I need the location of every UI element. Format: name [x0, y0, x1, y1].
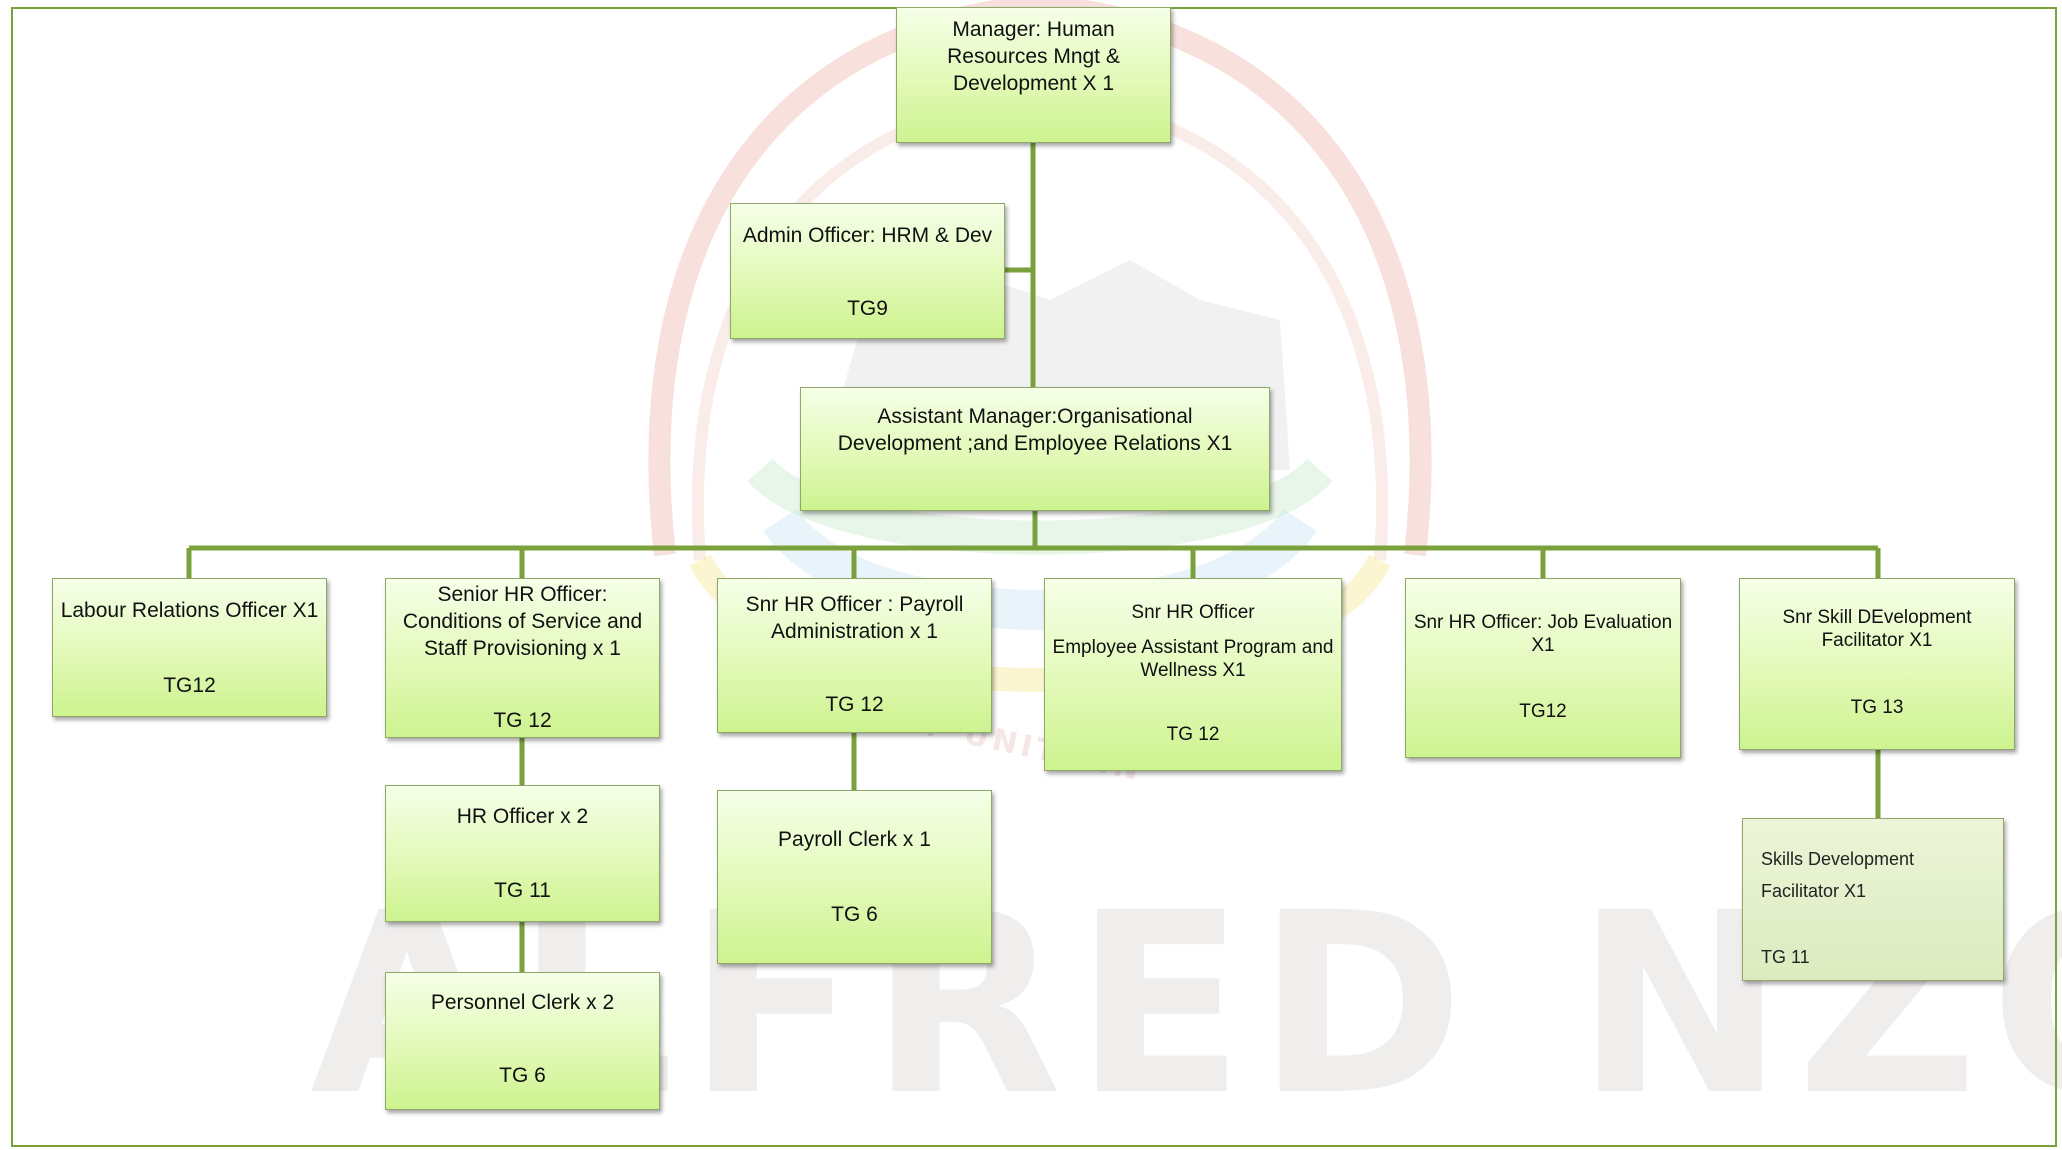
snr-hr-payroll-grade: TG 12	[825, 693, 884, 716]
senior-hr-conditions-box: Senior HR Officer: Conditions of Service…	[385, 578, 660, 738]
connector-lines	[186, 143, 1881, 972]
snr-hr-job-evaluation-grade: TG12	[1519, 701, 1567, 722]
admin-officer-box: Admin Officer: HRM & Dev TG9	[730, 203, 1005, 339]
personnel-clerk-title: Personnel Clerk x 2	[430, 991, 615, 1014]
snr-hr-eap-title: Snr HR Officer	[1131, 602, 1255, 623]
manager-box: Manager: Human Resources Mngt & Developm…	[896, 7, 1171, 143]
senior-hr-conditions-title: Senior HR Officer: Conditions of Service…	[402, 583, 643, 660]
skills-development-grade: TG 11	[1761, 947, 1810, 967]
skills-development-line2: Facilitator X1	[1761, 881, 1867, 901]
personnel-clerk-grade: TG 6	[499, 1064, 546, 1087]
labour-relations-grade: TG12	[163, 674, 216, 697]
senior-hr-conditions-grade: TG 12	[493, 709, 552, 732]
hr-officer-title: HR Officer x 2	[456, 805, 589, 828]
assistant-manager-box: Assistant Manager:Organisational Develop…	[800, 387, 1270, 511]
snr-skill-development-box: Snr Skill DEvelopment Facilitator X1 TG …	[1739, 578, 2015, 750]
hr-officer-box: HR Officer x 2 TG 11	[385, 785, 660, 922]
snr-hr-eap-grade: TG 12	[1166, 724, 1220, 745]
manager-title: Manager: Human Resources Mngt & Developm…	[947, 18, 1120, 95]
labour-relations-title: Labour Relations Officer X1	[60, 599, 319, 622]
payroll-clerk-grade: TG 6	[831, 903, 878, 926]
org-chart-canvas: OF UNITY IN ALFRED NZO Manager: Human Re…	[11, 0, 2062, 1147]
snr-hr-eap-box: Snr HR Officer Employee Assistant Progra…	[1044, 578, 1342, 771]
payroll-clerk-box: Payroll Clerk x 1 TG 6	[717, 790, 992, 964]
snr-skill-development-grade: TG 13	[1850, 697, 1904, 718]
snr-hr-payroll-box: Snr HR Officer : Payroll Administration …	[717, 578, 992, 733]
personnel-clerk-box: Personnel Clerk x 2 TG 6	[385, 972, 660, 1110]
admin-officer-grade: TG9	[847, 297, 888, 320]
skills-development-line1: Skills Development	[1761, 849, 1915, 869]
admin-officer-title: Admin Officer: HRM & Dev	[742, 224, 993, 247]
snr-hr-payroll-title: Snr HR Officer : Payroll Administration …	[745, 593, 964, 643]
snr-hr-job-evaluation-box: Snr HR Officer: Job Evaluation X1 TG12	[1405, 578, 1681, 758]
assistant-manager-title: Assistant Manager:Organisational Develop…	[837, 405, 1233, 455]
hr-officer-grade: TG 11	[494, 879, 551, 902]
payroll-clerk-title: Payroll Clerk x 1	[778, 828, 931, 851]
labour-relations-box: Labour Relations Officer X1 TG12	[52, 578, 327, 717]
snr-hr-eap-subtitle: Employee Assistant Program and Wellness …	[1052, 637, 1334, 681]
skills-development-facilitator-box: Skills Development Facilitator X1 TG 11	[1742, 818, 2004, 981]
snr-hr-job-evaluation-title: Snr HR Officer: Job Evaluation X1	[1413, 612, 1673, 656]
snr-skill-development-title: Snr Skill DEvelopment Facilitator X1	[1782, 607, 1972, 651]
